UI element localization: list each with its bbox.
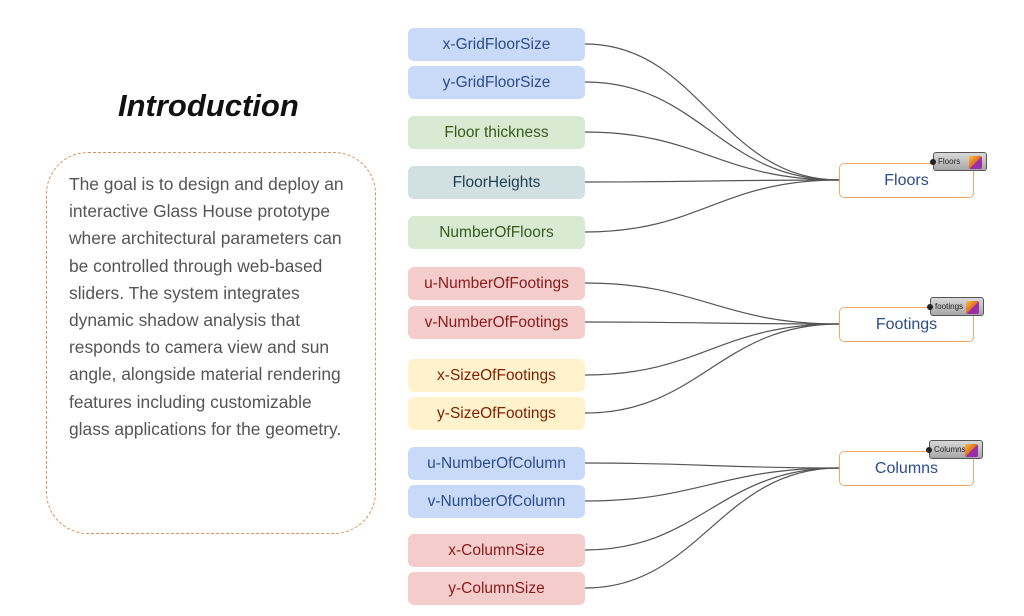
parameter-slider-v-numberoffootings[interactable]: v-NumberOfFootings bbox=[408, 306, 585, 339]
wire bbox=[584, 43, 840, 181]
parameter-slider-numberoffloors[interactable]: NumberOfFloors bbox=[408, 216, 585, 249]
parameter-slider-floor-thickness[interactable]: Floor thickness bbox=[408, 116, 585, 149]
grasshopper-badge: footings bbox=[927, 297, 984, 316]
component-icon bbox=[966, 301, 979, 314]
wire bbox=[584, 462, 840, 469]
component-icon bbox=[965, 444, 978, 457]
wire bbox=[584, 323, 840, 414]
parameter-slider-u-numberofcolumn[interactable]: u-NumberOfColumn bbox=[408, 447, 585, 480]
parameter-slider-y-sizeoffootings[interactable]: y-SizeOfFootings bbox=[408, 397, 585, 430]
input-port-icon bbox=[930, 159, 936, 165]
grasshopper-badge: Columns bbox=[926, 440, 983, 459]
parameter-slider-v-numberofcolumn[interactable]: v-NumberOfColumn bbox=[408, 485, 585, 518]
grasshopper-badge: Floors bbox=[930, 152, 987, 171]
description-box: The goal is to design and deploy an inte… bbox=[46, 152, 376, 534]
wire bbox=[584, 179, 840, 233]
parameter-slider-floorheights[interactable]: FloorHeights bbox=[408, 166, 585, 199]
wire bbox=[584, 467, 840, 589]
badge-label: Columns bbox=[934, 445, 966, 454]
input-port-icon bbox=[927, 304, 933, 310]
parameter-slider-x-gridfloorsize[interactable]: x-GridFloorSize bbox=[408, 28, 585, 61]
parameter-slider-u-numberoffootings[interactable]: u-NumberOfFootings bbox=[408, 267, 585, 300]
wire bbox=[584, 323, 840, 376]
wire bbox=[584, 467, 840, 551]
badge-label: footings bbox=[935, 302, 964, 311]
wire bbox=[584, 179, 840, 183]
component-icon bbox=[969, 156, 982, 169]
wire bbox=[584, 282, 840, 325]
wire bbox=[584, 81, 840, 181]
parameter-slider-y-columnsize[interactable]: y-ColumnSize bbox=[408, 572, 585, 605]
input-port-icon bbox=[926, 447, 932, 453]
parameter-slider-x-sizeoffootings[interactable]: x-SizeOfFootings bbox=[408, 359, 585, 392]
parameter-slider-x-columnsize[interactable]: x-ColumnSize bbox=[408, 534, 585, 567]
wire bbox=[584, 321, 840, 325]
parameter-slider-y-gridfloorsize[interactable]: y-GridFloorSize bbox=[408, 66, 585, 99]
wire bbox=[584, 467, 840, 502]
page-title: Introduction bbox=[118, 88, 299, 123]
wire bbox=[584, 131, 840, 181]
badge-label: Floors bbox=[938, 157, 961, 166]
